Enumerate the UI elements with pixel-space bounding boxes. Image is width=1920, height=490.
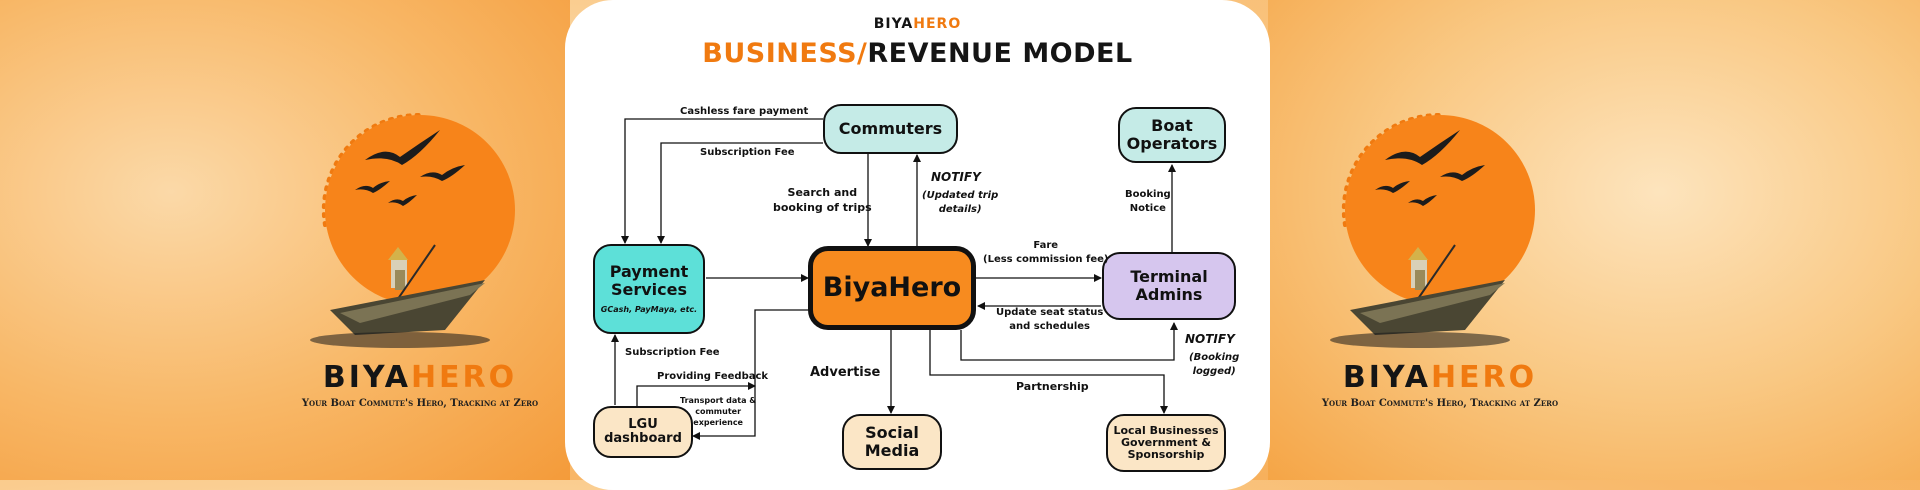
node-payment-label-2: Services <box>610 279 688 299</box>
label-search-booking: Search and booking of trips <box>773 186 872 216</box>
node-local-businesses: Local Businesses Government & Sponsorshi… <box>1106 414 1226 472</box>
label-update-1: Update seat status <box>996 307 1104 318</box>
label-fare-2: (Less commission fee) <box>983 253 1109 265</box>
label-notify-commuters-detail-1: (Updated trip <box>922 190 999 201</box>
label-transport-1: Transport data & <box>680 396 757 405</box>
label-booking-notice: Booking Notice <box>1125 188 1171 215</box>
node-terminal-label-1: Terminal <box>1130 267 1208 287</box>
brand-panel-left: BIYAHERO Your Boat Commute's Hero, Track… <box>270 0 570 480</box>
label-booking-notice-2: Notice <box>1129 202 1166 214</box>
label-transport-3: experience <box>693 417 743 427</box>
brand-tagline: Your Boat Commute's Hero, Tracking at Ze… <box>301 398 539 409</box>
node-lgu-label-1: LGU <box>628 416 658 432</box>
node-payment-sublabel: GCash, PayMaya, etc. <box>600 305 698 315</box>
node-social-label-1: Social <box>865 423 919 443</box>
label-transport-2: commuter <box>695 406 742 416</box>
business-model-card: BIYAHERO BUSINESS/REVENUE MODEL <box>565 0 1270 490</box>
edge-feedback <box>636 382 756 406</box>
title-business: BUSINESS/ <box>702 38 868 69</box>
edge-notify-terminal <box>960 322 1178 361</box>
node-social-label-2: Media <box>864 441 920 460</box>
node-boat-operators-label-1: Boat <box>1151 116 1193 136</box>
edge-cashless-fare <box>621 118 823 244</box>
sun-boat-illustration <box>1330 112 1535 348</box>
node-local-label-3: Sponsorship <box>1127 448 1205 462</box>
edge-transport-data <box>692 309 808 440</box>
node-local-label-1: Local Businesses <box>1113 423 1219 437</box>
birds-icon <box>355 130 465 206</box>
brand-tagline: Your Boat Commute's Hero, Tracking at Ze… <box>1321 398 1559 409</box>
node-terminal-admins: Terminal Admins <box>1102 252 1236 320</box>
page-title: BUSINESS/REVENUE MODEL <box>565 38 1270 69</box>
label-fare: Fare (Less commission fee) <box>983 239 1108 266</box>
label-search-2: booking of trips <box>773 200 872 214</box>
boat-icon <box>1330 280 1510 348</box>
node-terminal-label-2: Admins <box>1135 285 1203 304</box>
birds-icon <box>1375 130 1485 206</box>
edge-partnership <box>929 330 1168 414</box>
label-advertise: Advertise <box>810 365 881 380</box>
brand-word-biya: BIYA <box>322 360 411 395</box>
label-fare-1: Fare <box>1033 240 1059 251</box>
brand-wordmark: BIYAHERO <box>270 360 570 395</box>
label-notify-terminal-detail: (Booking logged) <box>1189 351 1239 378</box>
brand-word-biya: BIYA <box>1342 360 1431 395</box>
label-notify-commuters-detail-2: details) <box>938 203 982 215</box>
label-notify-terminal-detail-1: (Booking <box>1189 352 1240 363</box>
node-social-media: Social Media <box>842 414 942 470</box>
label-feedback: Providing Feedback <box>657 371 769 382</box>
label-notify-commuters: NOTIFY <box>931 170 981 184</box>
node-commuters-label: Commuters <box>838 119 943 139</box>
node-biyahero: BiyaHero <box>808 246 976 330</box>
label-notify-terminal-detail-2: logged) <box>1192 365 1236 377</box>
node-payment-services: Payment Services GCash, PayMaya, etc. <box>593 244 705 334</box>
diagram-connectors <box>611 118 1178 440</box>
node-lgu-label-2: dashboard <box>604 431 682 446</box>
label-update-2: and schedules <box>1009 320 1091 332</box>
label-notify-terminal: NOTIFY <box>1185 332 1235 346</box>
card-logo-biya: BIYA <box>873 16 914 32</box>
label-notify-commuters-detail: (Updated trip details) <box>922 189 998 216</box>
node-local-label-2: Government & <box>1121 435 1211 449</box>
node-biyahero-label: BiyaHero <box>822 272 962 304</box>
brand-word-hero: HERO <box>1430 360 1538 395</box>
label-subscription-top: Subscription Fee <box>700 147 795 158</box>
card-logo-hero: HERO <box>913 16 962 32</box>
label-transport-data: Transport data & commuter experience <box>680 396 756 428</box>
label-booking-notice-1: Booking <box>1125 189 1171 200</box>
label-partnership: Partnership <box>1016 380 1089 393</box>
sun-icon <box>321 112 515 305</box>
brand-wordmark: BIYAHERO <box>1290 360 1590 395</box>
label-update-seat: Update seat status and schedules <box>996 306 1103 333</box>
sun-icon <box>1341 112 1535 305</box>
node-boat-operators-label-2: Operators <box>1126 134 1218 153</box>
node-lgu-dashboard: LGU dashboard <box>593 406 693 458</box>
brand-panel-right: BIYAHERO Your Boat Commute's Hero, Track… <box>1290 0 1590 480</box>
edge-subscription-top <box>657 142 823 244</box>
label-subscription-bottom: Subscription Fee <box>625 347 720 358</box>
brand-word-hero: HERO <box>410 360 518 395</box>
node-commuters: Commuters <box>823 104 958 154</box>
title-revenue-model: REVENUE MODEL <box>867 38 1133 69</box>
label-search-1: Search and <box>787 186 858 199</box>
node-boat-operators: Boat Operators <box>1118 107 1226 163</box>
label-cashless-fare: Cashless fare payment <box>680 106 809 117</box>
boat-icon <box>310 280 490 348</box>
node-payment-label-1: Payment <box>609 262 689 281</box>
sun-boat-illustration <box>310 112 515 348</box>
card-logo: BIYAHERO <box>565 16 1270 32</box>
